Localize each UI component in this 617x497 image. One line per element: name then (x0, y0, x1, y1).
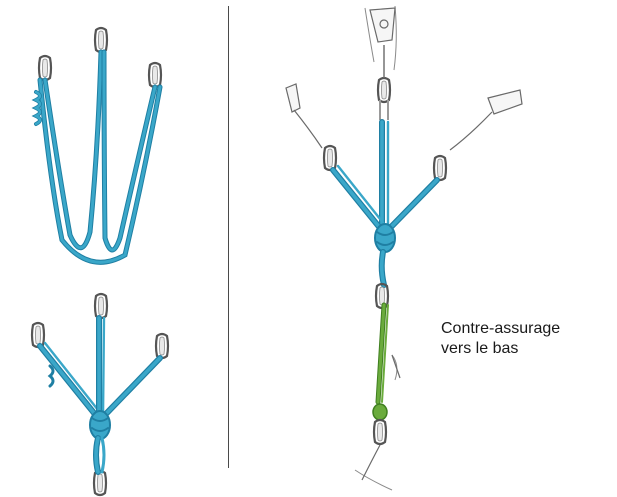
anchor-rig-diagram (286, 6, 522, 490)
green-backup-sling (373, 305, 388, 420)
panel-divider (228, 6, 229, 468)
carabiner-master-point (94, 471, 106, 495)
caption-line-2: vers le bas (441, 339, 560, 359)
carabiner-left-bottom (32, 323, 44, 347)
carabiner-top (378, 78, 390, 102)
carabiner-right (434, 156, 446, 180)
cordelette-tied-diagram (32, 294, 168, 495)
carabiner-left (324, 146, 336, 170)
left-anchor (286, 84, 336, 170)
caption-line-1: Contre-assurage (441, 319, 560, 339)
carabiner-right-top (149, 63, 161, 87)
carabiner-right-bottom (156, 334, 168, 358)
backup-caption: Contre-assurage vers le bas (441, 319, 560, 359)
right-anchor (434, 90, 522, 180)
carabiner-left-top (39, 56, 51, 80)
carabiner-bottom (374, 420, 386, 444)
top-anchor (370, 8, 395, 120)
cordelette-open-diagram (36, 28, 161, 262)
rock-lines (290, 6, 520, 490)
carabiner-center-top (95, 28, 107, 52)
blue-cordelette (333, 122, 437, 285)
carabiner-center-bottom (95, 294, 107, 318)
